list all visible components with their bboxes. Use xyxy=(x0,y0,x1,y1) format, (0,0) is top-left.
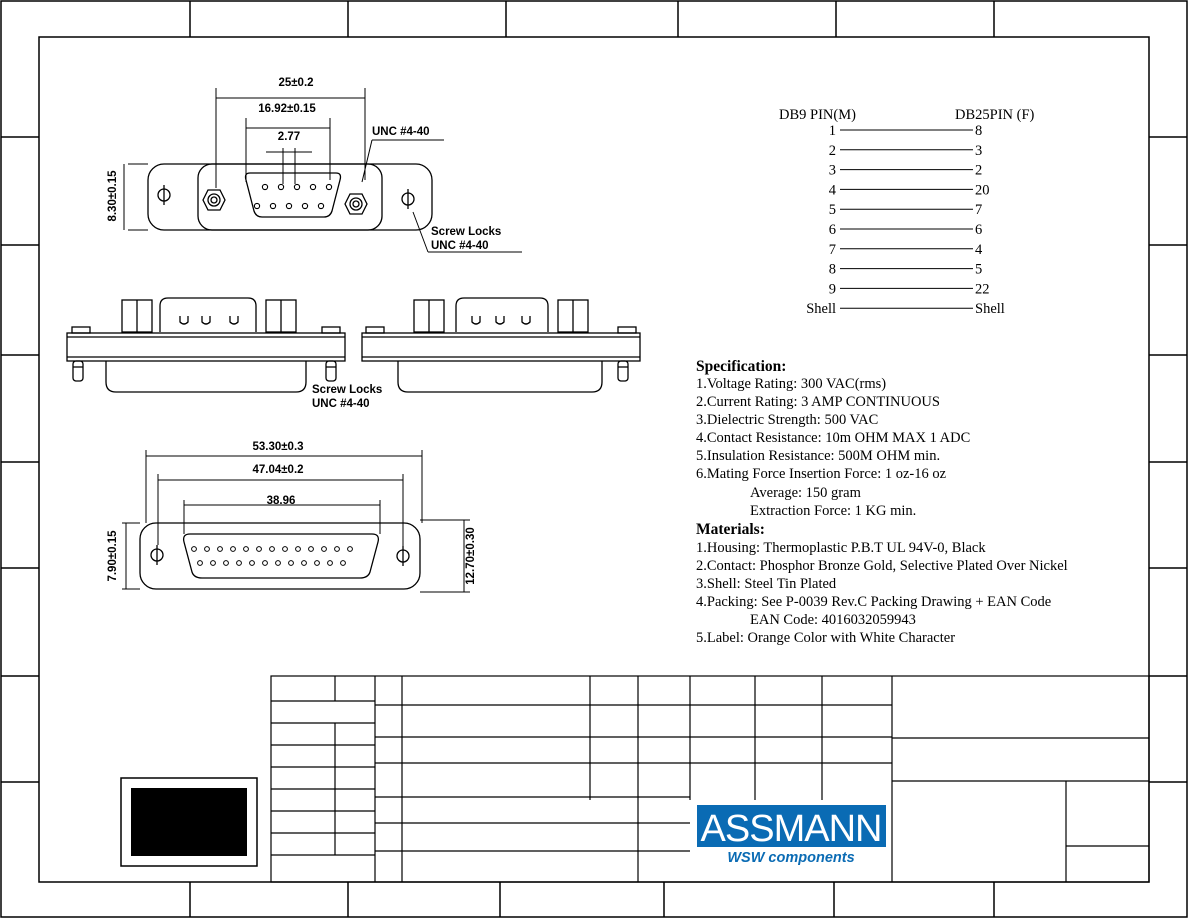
specification-lines: 1.Voltage Rating: 300 VAC(rms) 2.Current … xyxy=(696,376,970,482)
dim-screw-spacing: 16.92±0.15 xyxy=(258,103,316,115)
material-line: 2.Contact: Phosphor Bronze Gold, Selecti… xyxy=(696,558,1068,574)
spec-sub-line: Average: 150 gram xyxy=(750,485,862,501)
material-line: 1.Housing: Thermoplastic P.B.T UL 94V-0,… xyxy=(696,540,986,556)
spec-line: 6.Mating Force Insertion Force: 1 oz-16 … xyxy=(696,466,947,482)
pinout-right-pin: 5 xyxy=(975,262,982,278)
db9-top-view xyxy=(147,163,433,231)
spec-line: 4.Contact Resistance: 10m OHM MAX 1 ADC xyxy=(696,430,970,446)
dim-pin-pitch: 2.77 xyxy=(278,131,300,143)
spec-line: 1.Voltage Rating: 300 VAC(rms) xyxy=(696,376,886,392)
pinout-row: 9 22 xyxy=(829,281,990,297)
side-screw-locks-thread: UNC #4-40 xyxy=(312,398,370,410)
pinout-row: 4 20 xyxy=(829,182,990,198)
dim-db25-screw-spacing: 47.04±0.2 xyxy=(252,464,303,476)
label-box xyxy=(120,777,258,867)
dim-db25-height-left: 7.90±0.15 xyxy=(107,530,119,582)
materials-ean-code: EAN Code: 4016032059943 xyxy=(750,612,916,628)
pinout-right-header: DB25PIN (F) xyxy=(955,107,1035,123)
pinout-left-pin: 9 xyxy=(829,281,836,297)
dim-height: 8.30±0.15 xyxy=(107,170,119,222)
pinout-left-pin: 4 xyxy=(829,182,837,198)
material-line: 4.Packing: See P-0039 Rev.C Packing Draw… xyxy=(696,594,1051,610)
pinout-right-pin: 20 xyxy=(975,182,990,198)
dim-db25-height-right: 12.70±0.30 xyxy=(465,527,477,584)
spec-line: 5.Insulation Resistance: 500M OHM min. xyxy=(696,448,940,464)
logo-tagline: WSW components xyxy=(727,850,854,866)
db25-bottom-view xyxy=(139,522,421,590)
pinout-left-pin: Shell xyxy=(806,301,836,317)
db9-pins-top xyxy=(253,183,333,210)
logo-name: ASSMANN xyxy=(701,808,882,850)
pinout-right-pin: 6 xyxy=(975,222,982,238)
side-screw-locks-label: Screw Locks xyxy=(312,384,382,396)
pinout-left-pin: 1 xyxy=(829,123,836,139)
bottom-dimension-lines xyxy=(122,450,470,593)
pinout-right-pin: 2 xyxy=(975,163,982,179)
title-block-grid xyxy=(270,675,1150,883)
materials-lines: 1.Housing: Thermoplastic P.B.T UL 94V-0,… xyxy=(696,540,1068,610)
pinout-left-pin: 6 xyxy=(829,222,836,238)
spec-sub-line: Extraction Force: 1 KG min. xyxy=(750,503,916,519)
spec-line: 2.Current Rating: 3 AMP CONTINUOUS xyxy=(696,394,940,410)
pinout-left-pin: 2 xyxy=(829,143,836,159)
dim-db25-overall: 53.30±0.3 xyxy=(252,441,303,453)
pinout-left-pin: 5 xyxy=(829,202,836,218)
dim-thread-label: UNC #4-40 xyxy=(372,126,430,138)
pinout-right-pin: 3 xyxy=(975,143,982,159)
pinout-left-header: DB9 PIN(M) xyxy=(779,107,856,123)
screw-locks-label: Screw Locks xyxy=(431,226,501,238)
materials-title: Materials: xyxy=(696,521,765,538)
pinout-right-pin: 7 xyxy=(975,202,982,218)
pinout-left-pin: 3 xyxy=(829,163,836,179)
materials-label-line: 5.Label: Orange Color with White Charact… xyxy=(696,630,955,646)
side-view-left xyxy=(66,297,346,393)
pinout-right-pin: Shell xyxy=(975,301,1005,317)
specification-title: Specification: xyxy=(696,358,786,375)
material-line: 3.Shell: Steel Tin Plated xyxy=(696,576,837,592)
assmann-logo: ASSMANN WSW components xyxy=(697,805,886,866)
dim-overall-width: 25±0.2 xyxy=(278,77,313,89)
pinout-right-pin: 8 xyxy=(975,123,982,139)
side-view-right xyxy=(361,297,641,393)
pinout-right-pin: 4 xyxy=(975,242,983,258)
spec-line: 3.Dielectric Strength: 500 VAC xyxy=(696,412,878,428)
pinout-left-pin: 7 xyxy=(829,242,836,258)
pinout-left-pin: 8 xyxy=(829,262,836,278)
top-dimension-lines xyxy=(123,88,522,253)
pinout-right-pin: 22 xyxy=(975,281,990,297)
db25-pins-bottom xyxy=(191,546,353,566)
dim-db25-pin-span: 38.96 xyxy=(267,495,296,507)
pinout-row: Shell Shell xyxy=(806,301,1005,317)
screw-locks-thread: UNC #4-40 xyxy=(431,240,489,252)
